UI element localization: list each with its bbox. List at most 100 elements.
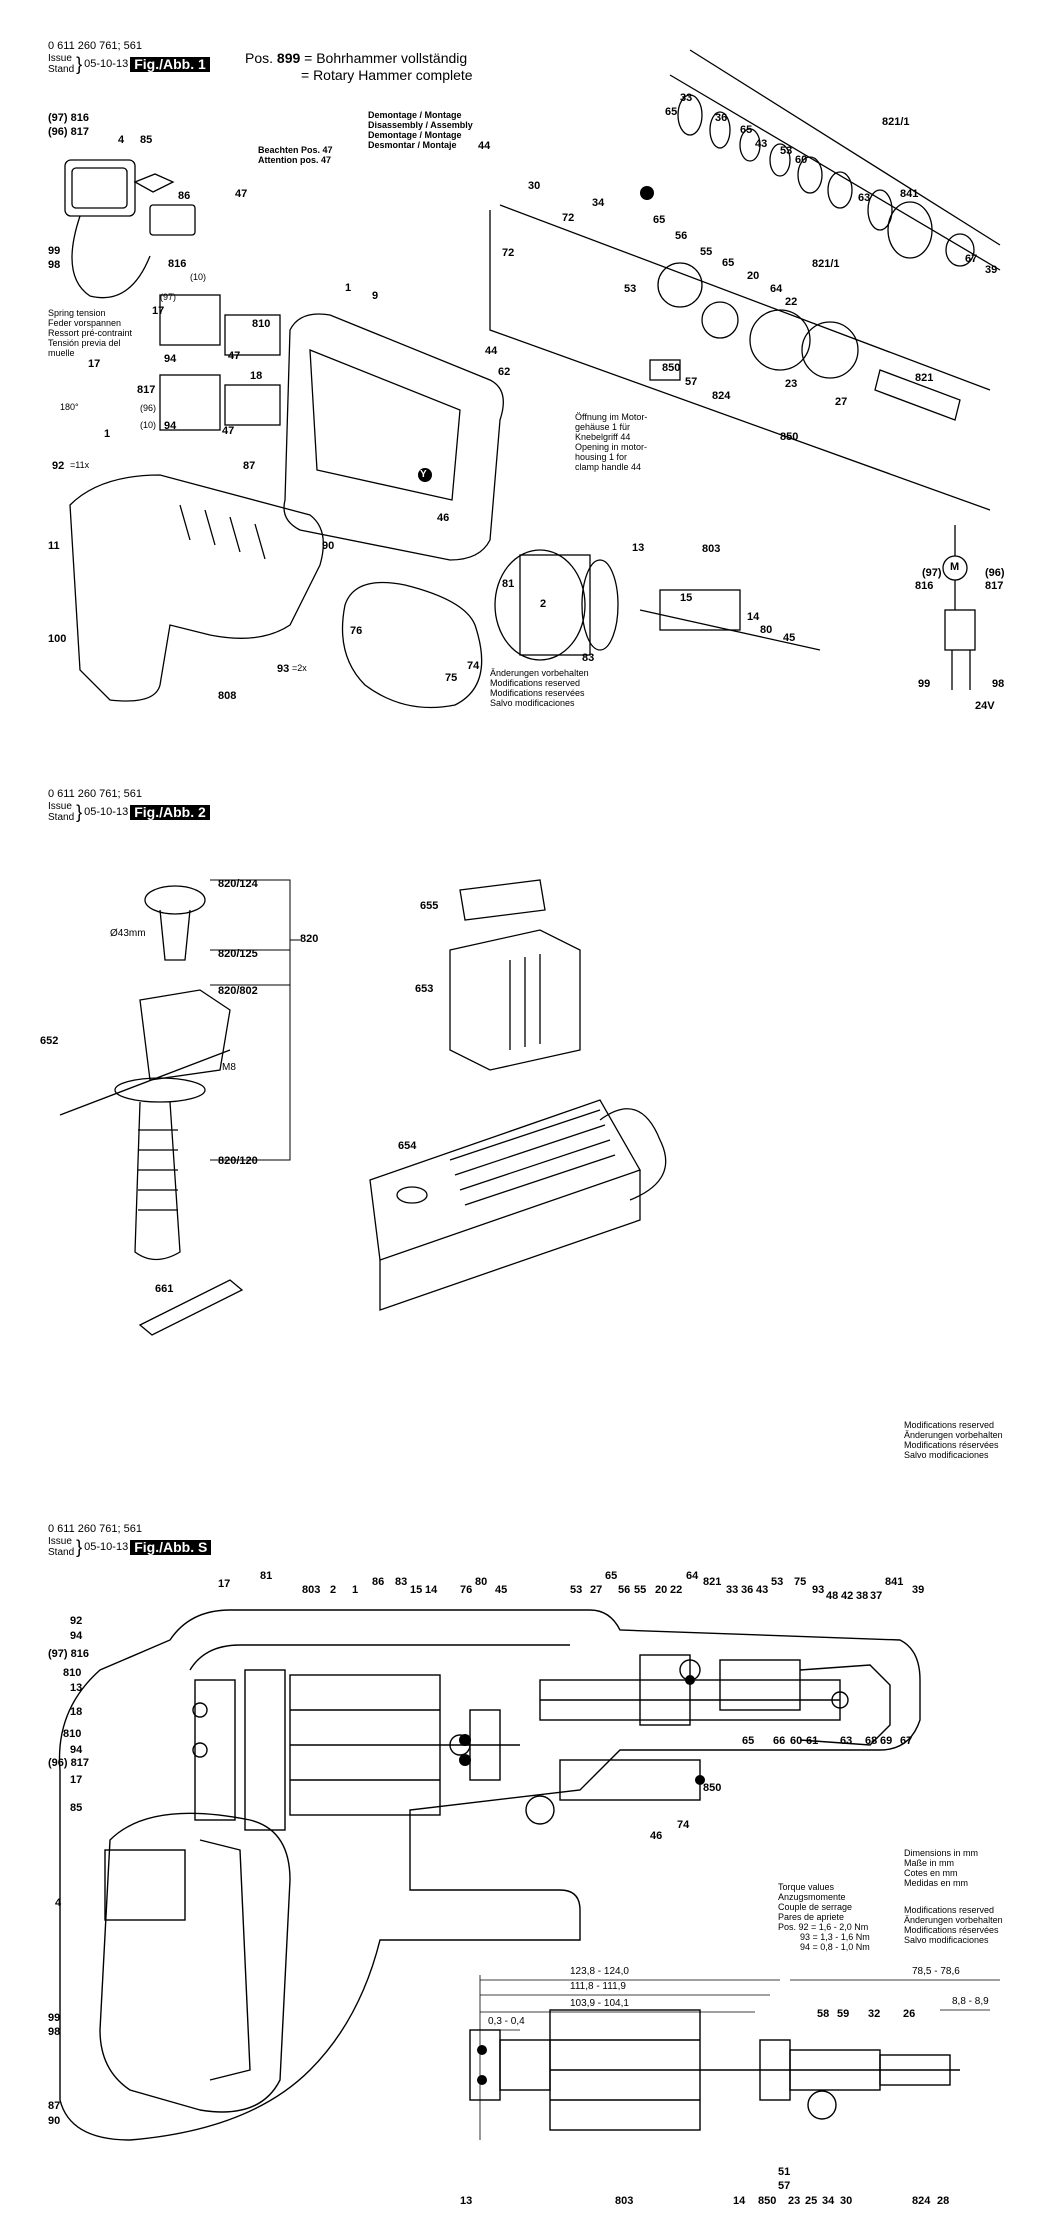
label-figS: 38 — [856, 1590, 869, 1602]
label-figS: 66 — [773, 1735, 786, 1747]
montage-line: Disassembly / Assembly — [368, 120, 473, 130]
label-fig1: 850 — [780, 431, 799, 443]
label-fig2: 653 — [415, 983, 434, 995]
label-figS: 850 — [758, 2195, 777, 2207]
label-figS: 810 — [63, 1667, 82, 1679]
label-fig1: 808 — [218, 690, 237, 702]
label-figS: 48 — [826, 1590, 839, 1602]
dim-value: 8,8 - 8,9 — [952, 1996, 989, 2007]
montage-line: Demontage / Montage — [368, 110, 462, 120]
label-figS: 68 — [865, 1735, 878, 1747]
label-fig1: (97) — [160, 292, 177, 302]
dim-value: 0,3 - 0,4 — [488, 2016, 525, 2027]
label-fig1: 62 — [498, 366, 511, 378]
label-fig1: 98 — [992, 678, 1005, 690]
opening-line: housing 1 for — [575, 452, 628, 462]
spring-note: Spring tension Feder vorspannen Ressort … — [48, 308, 132, 358]
label-figS: 64 — [686, 1570, 699, 1582]
label-fig1: 27 — [835, 396, 848, 408]
beachten-line: Beachten Pos. 47 — [258, 145, 333, 155]
label-fig1: 99 — [48, 245, 61, 257]
label-figS: 14 — [733, 2195, 746, 2207]
torque-table: Torque values Anzugsmomente Couple de se… — [778, 1882, 870, 1952]
label-figS: 76 — [460, 1584, 473, 1596]
dims-line: Dimensions in mm — [904, 1848, 979, 1858]
label-figS: 15 — [410, 1584, 423, 1596]
sheet3-part-number: 0 611 260 761; 561 — [48, 1523, 142, 1535]
dim-value: 123,8 - 124,0 — [570, 1966, 629, 1977]
fig1-changes-note: Änderungen vorbehalten Modifications res… — [490, 668, 589, 708]
label-fig1: 810 — [252, 318, 271, 330]
beachten-line: Attention pos. 47 — [258, 155, 332, 165]
sheet2-issue-label: Issue — [48, 801, 72, 812]
label-figS: 80 — [475, 1576, 488, 1588]
label-fig1: 47 — [235, 188, 248, 200]
label-figS: 81 — [260, 1570, 273, 1582]
label-fig1: 63 — [858, 192, 871, 204]
changes-line: Modifications réservées — [904, 1925, 999, 1935]
label-figS: 67 — [900, 1735, 913, 1747]
label-figS: 30 — [840, 2195, 853, 2207]
label-fig1: 30 — [528, 180, 541, 192]
label-figS: 2 — [330, 1584, 337, 1596]
spring-line: Ressort pré-contraint — [48, 328, 133, 338]
label-fig1: 67 — [965, 253, 978, 265]
spring-line: Spring tension — [48, 308, 106, 318]
thread-label: M8 — [222, 1062, 236, 1073]
montage-line: Desmontar / Montaje — [368, 140, 457, 150]
label-fig1: 11 — [48, 540, 60, 552]
label-fig2: 654 — [398, 1140, 417, 1152]
fig2-changes-note: Modifications reserved Änderungen vorbeh… — [904, 1420, 1003, 1460]
label-fig1: (97) — [922, 567, 942, 579]
label-figS: 803 — [302, 1584, 321, 1596]
label-fig1: 99 — [918, 678, 931, 690]
label-fig1: 841 — [900, 188, 919, 200]
label-figS: 86 — [372, 1576, 385, 1588]
torque-head: Anzugsmomente — [778, 1892, 846, 1902]
sheet3-issue-label: Issue — [48, 1536, 72, 1547]
label-figS: 25 — [805, 2195, 818, 2207]
label-fig1: 850 — [662, 362, 681, 374]
voltage-label: 24V — [975, 700, 995, 712]
label-fig1: 821/1 — [812, 258, 840, 270]
dims-line: Maße in mm — [904, 1858, 955, 1868]
sheet2-date: 05-10-13 — [84, 805, 129, 818]
torque-head: Pares de apriete — [778, 1912, 845, 1922]
label-fig1: Y — [643, 227, 650, 238]
label-fig1: 98 — [48, 259, 61, 271]
label-figS: 57 — [778, 2180, 791, 2192]
label-fig1: 65 — [740, 124, 753, 136]
label-figS: 94 — [70, 1630, 83, 1642]
diameter-label: Ø43mm — [110, 928, 146, 939]
label-fig2: 820 — [300, 933, 319, 945]
label-figS: 90 — [48, 2115, 61, 2127]
label-fig1: 824 — [712, 390, 731, 402]
dim-value: 111,8 - 111,9 — [570, 1981, 626, 1992]
label-fig1: 4 — [118, 134, 125, 146]
sheet1-fig-tag: Fig./Abb. 1 — [130, 56, 210, 72]
label-fig1: 92 — [52, 460, 65, 472]
label-fig1: 816 — [168, 258, 187, 270]
label-fig1: Y — [642, 199, 649, 210]
label-fig1: 45 — [783, 632, 796, 644]
fig2-drawing — [59, 879, 667, 1336]
label-fig1: (96) — [985, 567, 1005, 579]
torque-row: Pos. 92 = 1,6 - 2,0 Nm — [778, 1922, 869, 1932]
label-fig1: 17 — [152, 305, 165, 317]
label-fig1: =11x — [70, 460, 90, 470]
changes-line: Modifications reserved — [904, 1420, 995, 1430]
label-figS: 810 — [63, 1728, 82, 1740]
label-fig1: 87 — [243, 460, 256, 472]
label-figS: (97) 816 — [48, 1648, 89, 1660]
label-fig2: 655 — [420, 900, 439, 912]
opening-line: Opening in motor- — [575, 442, 648, 452]
label-fig1: 86 — [178, 190, 191, 202]
label-fig1: 34 — [592, 197, 605, 209]
label-fig1: 43 — [755, 138, 768, 150]
label-fig1: (10) — [140, 420, 157, 430]
label-fig1: 83 — [582, 652, 595, 664]
sheet1-stand-label: Stand — [48, 64, 75, 75]
label-figS: 63 — [840, 1735, 853, 1747]
sheet1-part-number: 0 611 260 761; 561 — [48, 40, 142, 52]
sheet2-header: 0 611 260 761; 561 Issue Stand } 05-10-1… — [48, 788, 210, 823]
